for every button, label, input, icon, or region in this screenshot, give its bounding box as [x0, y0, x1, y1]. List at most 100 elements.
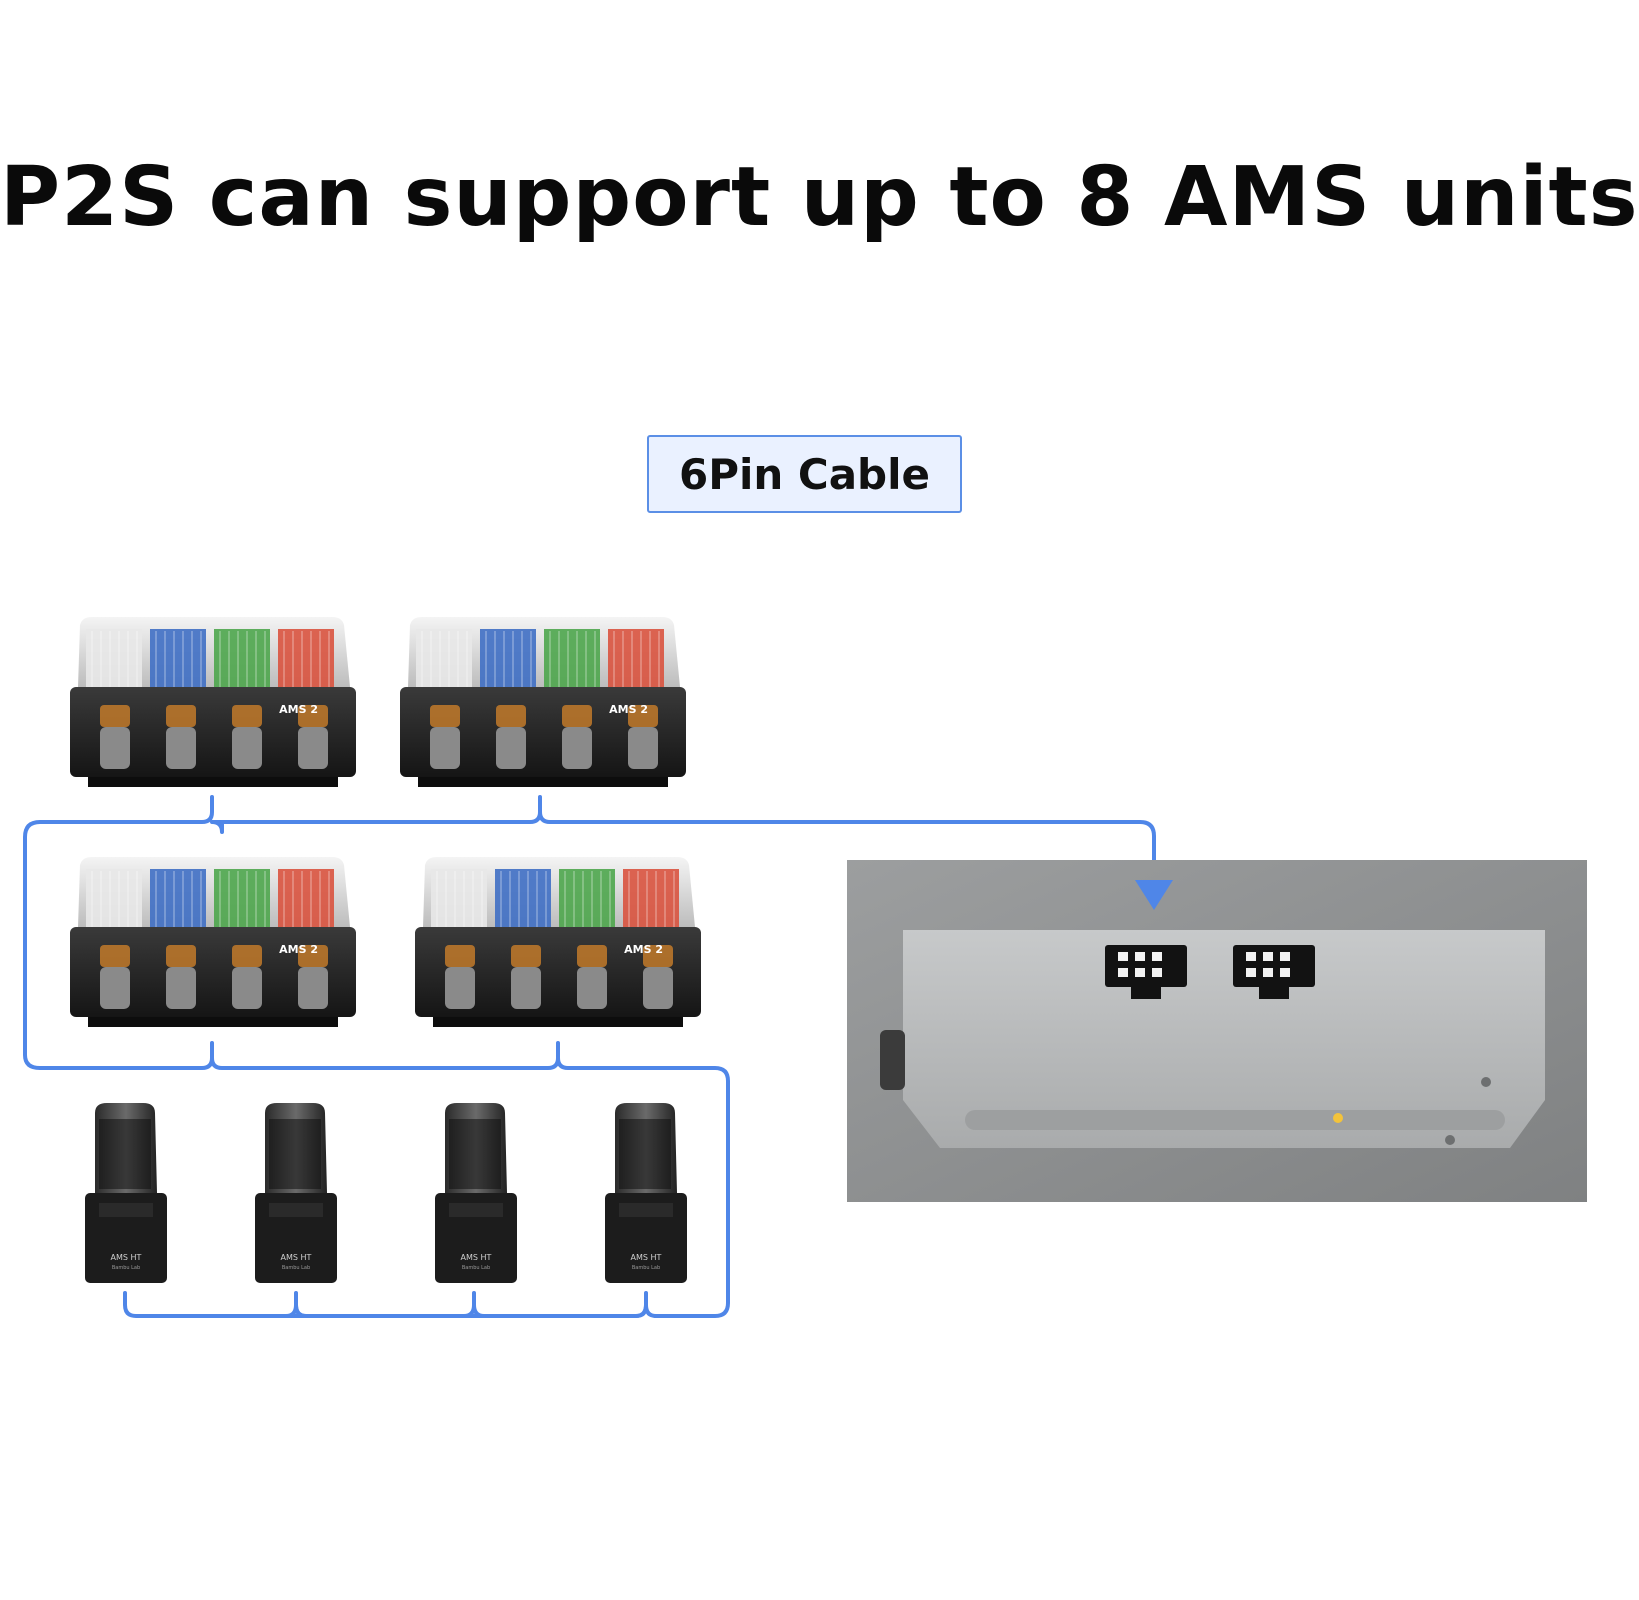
- feeder-latch: [496, 705, 526, 727]
- feeder-slot: [232, 967, 262, 1009]
- cable-segment: [634, 1303, 658, 1318]
- ams-ht-unit: AMS HT Bambu Lab: [85, 1103, 167, 1283]
- filament-spool: [150, 629, 206, 691]
- cable-legend-label: 6Pin Cable: [647, 435, 962, 513]
- ams2-body: [70, 927, 356, 1017]
- ams-ht-unit: AMS HT Bambu Lab: [435, 1103, 517, 1283]
- feeder-latch: [100, 945, 130, 967]
- feeder-slot: [577, 967, 607, 1009]
- ams-ht-spool: [619, 1119, 671, 1189]
- ams-ht-brand: Bambu Lab: [632, 1265, 660, 1271]
- feeder-slot: [166, 967, 196, 1009]
- feeder-latch: [166, 945, 196, 967]
- ams2-base: [433, 1017, 683, 1027]
- cable-arrowhead-icon: [1135, 880, 1173, 910]
- ams-ht-unit: AMS HT Bambu Lab: [255, 1103, 337, 1283]
- ams-ht-badge: AMS HT: [111, 1253, 142, 1262]
- feeder-latch: [445, 945, 475, 967]
- feeder-slot: [628, 727, 658, 769]
- ams-ht-spool: [449, 1119, 501, 1189]
- filament-spool: [214, 629, 270, 691]
- feeder-slot: [445, 967, 475, 1009]
- filament-spool: [608, 629, 664, 691]
- ams2-base: [88, 777, 338, 787]
- filament-spool: [623, 869, 679, 931]
- page-title: P2S can support up to 8 AMS units: [0, 150, 1639, 245]
- feeder-latch: [232, 705, 262, 727]
- ams-ht-badge: AMS HT: [281, 1253, 312, 1262]
- feeder-slot: [562, 727, 592, 769]
- connector-bracket: [903, 930, 1545, 1148]
- ams2-unit: AMS 2: [415, 857, 701, 1027]
- cable-segment: [294, 1303, 308, 1318]
- ams-ht-badge: AMS HT: [461, 1253, 492, 1262]
- cable-segment: [556, 1056, 730, 1318]
- feeder-slot: [166, 727, 196, 769]
- feeder-slot: [100, 727, 130, 769]
- feeder-latch: [298, 705, 328, 727]
- cable-segment: [210, 820, 224, 834]
- ams-ht-unit: AMS HT Bambu Lab: [605, 1103, 687, 1283]
- ams2-body: [70, 687, 356, 777]
- feeder-slot: [496, 727, 526, 769]
- ams2-unit: AMS 2: [400, 617, 686, 787]
- feeder-latch: [577, 945, 607, 967]
- feeder-slot: [430, 727, 460, 769]
- ams2-badge: AMS 2: [279, 703, 318, 716]
- ams-ht-display: [449, 1203, 503, 1217]
- filament-spool: [559, 869, 615, 931]
- feeder-latch: [643, 945, 673, 967]
- feeder-latch: [628, 705, 658, 727]
- feeder-latch: [298, 945, 328, 967]
- ams2-body: [415, 927, 701, 1017]
- feeder-latch: [562, 705, 592, 727]
- printer-connector-panel: [847, 860, 1587, 1202]
- status-led-icon: [1333, 1113, 1343, 1123]
- filament-spool: [495, 869, 551, 931]
- filament-spool: [86, 629, 142, 691]
- ams-ht-brand: Bambu Lab: [462, 1265, 490, 1271]
- ams-ht-brand: Bambu Lab: [282, 1265, 310, 1271]
- filament-spool: [278, 869, 334, 931]
- ams2-badge: AMS 2: [279, 943, 318, 956]
- filament-spool: [150, 869, 206, 931]
- ams-ht-spool: [99, 1119, 151, 1189]
- ams2-body: [400, 687, 686, 777]
- filament-spool: [86, 869, 142, 931]
- feeder-slot: [232, 727, 262, 769]
- ams2-base: [88, 1017, 338, 1027]
- cable-segment: [23, 795, 214, 1070]
- ams2-badge: AMS 2: [624, 943, 663, 956]
- ams-ht-display: [99, 1203, 153, 1217]
- ams-ht-brand: Bambu Lab: [112, 1265, 140, 1271]
- feeder-slot: [643, 967, 673, 1009]
- filament-spool: [544, 629, 600, 691]
- ams-ht-display: [269, 1203, 323, 1217]
- filament-spool: [480, 629, 536, 691]
- feeder-latch: [511, 945, 541, 967]
- feeder-latch: [232, 945, 262, 967]
- filament-spool: [416, 629, 472, 691]
- ams2-unit: AMS 2: [70, 617, 356, 787]
- feeder-slot: [100, 967, 130, 1009]
- filament-spool: [278, 629, 334, 691]
- cable-segment: [123, 1291, 648, 1318]
- cable-segment: [210, 1041, 560, 1070]
- feeder-latch: [430, 705, 460, 727]
- feeder-slot: [298, 727, 328, 769]
- feeder-slot: [511, 967, 541, 1009]
- ams2-badge: AMS 2: [609, 703, 648, 716]
- ams-ht-badge: AMS HT: [631, 1253, 662, 1262]
- ams-ht-spool: [269, 1119, 321, 1189]
- feeder-slot: [298, 967, 328, 1009]
- cable-segment: [220, 810, 542, 824]
- ams-ht-display: [619, 1203, 673, 1217]
- filament-spool: [431, 869, 487, 931]
- feeder-latch: [166, 705, 196, 727]
- ams2-base: [418, 777, 668, 787]
- 6pin-port-1-icon: [1105, 945, 1187, 999]
- cable-segment: [472, 1303, 486, 1318]
- feeder-latch: [100, 705, 130, 727]
- ams2-unit: AMS 2: [70, 857, 356, 1027]
